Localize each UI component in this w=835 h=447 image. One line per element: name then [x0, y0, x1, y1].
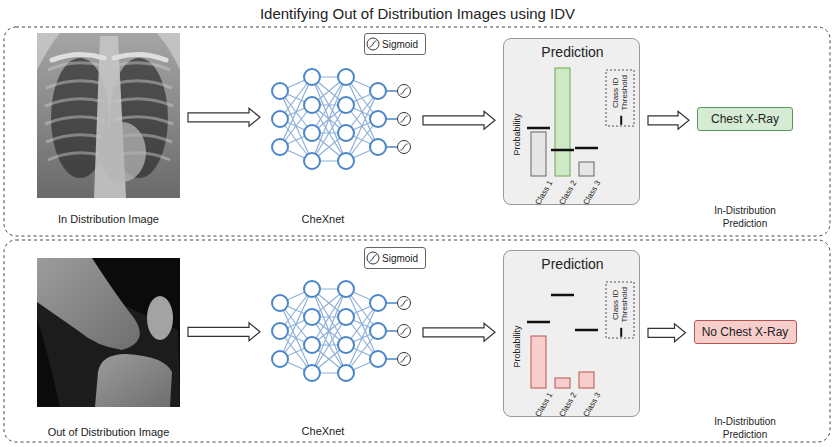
- class-label: Class 3: [581, 391, 603, 419]
- panel-outline: [4, 27, 830, 236]
- activation-box: Sigmoid: [364, 247, 426, 269]
- flow-arrow: [423, 323, 495, 341]
- prediction-heading: Prediction: [504, 44, 641, 60]
- flow-arrow: [648, 324, 686, 342]
- legend-swatch: [620, 116, 622, 125]
- result-text: No Chest X-Ray: [702, 321, 789, 343]
- neural-network: [272, 281, 411, 381]
- neural-network: [272, 69, 411, 169]
- sigmoid-symbol: [367, 252, 379, 264]
- diagram-title: Identifying Out of Distribution Images u…: [0, 5, 835, 22]
- prediction-heading: Prediction: [504, 256, 641, 272]
- class-label: Class 3: [581, 179, 603, 207]
- result-text: Chest X-Ray: [711, 108, 779, 130]
- network-label: CheXnet: [268, 425, 378, 437]
- panel-outline: [4, 240, 830, 442]
- result-caption: In-Distribution Prediction: [695, 415, 795, 441]
- legend-item: Class ID Threshold: [612, 73, 630, 125]
- class-label: Class 2: [557, 179, 579, 207]
- result-box: Chest X-RayIn-Distribution Prediction: [697, 107, 793, 131]
- axis-label: Probability: [512, 325, 523, 367]
- prediction-box: PredictionProbabilityClass 1Class 2Class…: [503, 250, 640, 417]
- flow-arrow: [648, 111, 689, 129]
- knee-xray: [37, 258, 180, 407]
- activation-label: Sigmoid: [382, 249, 418, 269]
- image-node: Out of Distribution Image: [37, 258, 180, 407]
- activation-box: Sigmoid: [364, 33, 426, 55]
- sigmoid-symbol: [367, 38, 379, 50]
- class-label: Class 1: [533, 179, 555, 207]
- legend-text: Class ID Threshold: [612, 73, 630, 113]
- prediction-box: PredictionProbabilityClass 1Class 2Class…: [503, 38, 640, 205]
- axis-label: Probability: [512, 113, 523, 155]
- image-caption: Out of Distribution Image: [22, 426, 195, 438]
- image-node: In Distribution Image: [37, 33, 180, 198]
- legend-item: Class ID Threshold: [612, 285, 630, 337]
- network-label: CheXnet: [268, 213, 378, 225]
- flow-arrow: [188, 323, 260, 341]
- chest-xray: [37, 33, 180, 198]
- result-caption: In-Distribution Prediction: [695, 204, 795, 230]
- network-node: CheXnet: [268, 270, 415, 392]
- flow-arrow: [423, 111, 495, 129]
- activation-label: Sigmoid: [382, 35, 418, 55]
- network-node: CheXnet: [268, 58, 415, 180]
- result-box: No Chest X-RayIn-Distribution Prediction: [694, 320, 797, 344]
- legend-text: Class ID Threshold: [612, 285, 630, 325]
- legend-swatch: [620, 328, 622, 337]
- image-caption: In Distribution Image: [22, 213, 195, 225]
- flow-arrow: [188, 108, 260, 126]
- class-label: Class 1: [533, 391, 555, 419]
- class-label: Class 2: [557, 391, 579, 419]
